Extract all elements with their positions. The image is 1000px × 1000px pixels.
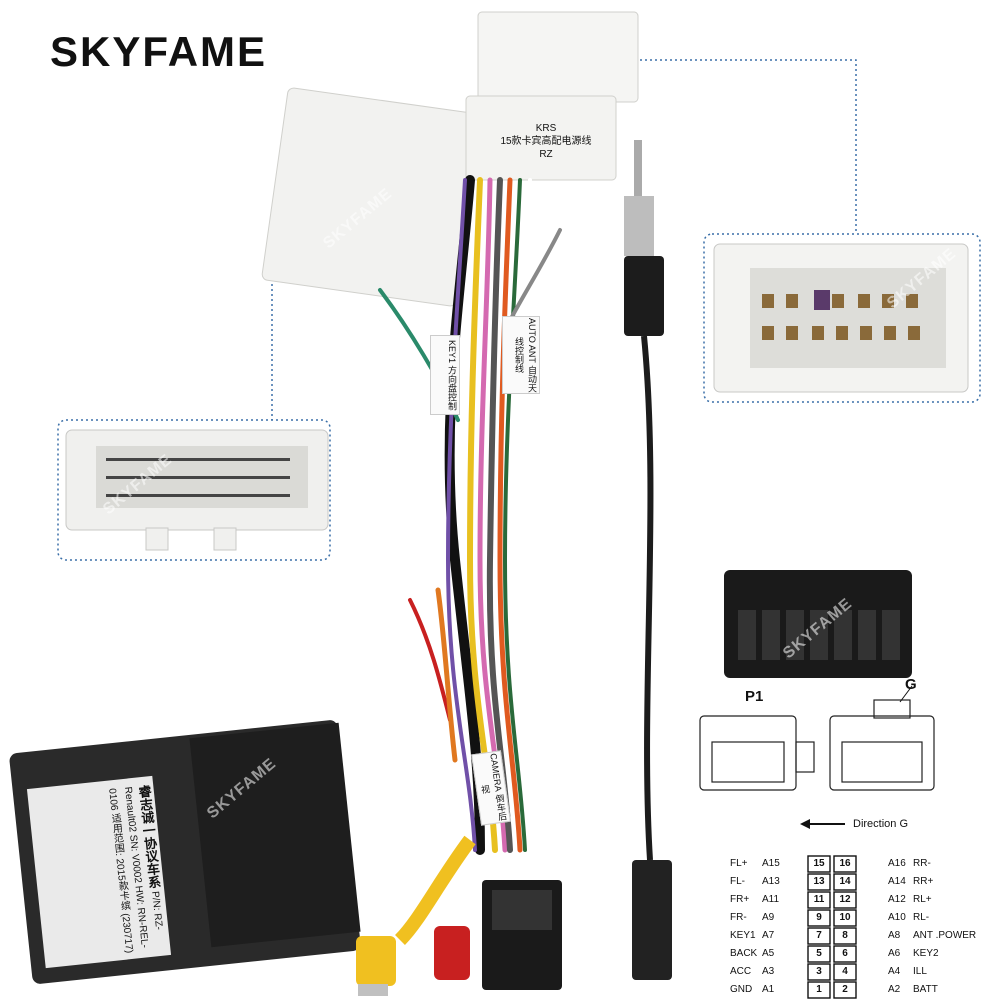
pin-number: 6 [842,948,848,959]
tag-key1: KEY1 方向盘控制 [430,335,460,415]
pin-number: 9 [816,912,822,923]
pin-code-left: A13 [762,876,780,887]
pin-number: 7 [816,930,822,941]
pin-name-right: BATT [913,984,938,995]
callout-line-right [640,59,857,234]
pin-code-left: A15 [762,858,780,869]
left-connector-closeup [65,429,329,551]
pin-code-right: A2 [888,984,901,995]
pin-code-right: A8 [888,930,901,941]
top-connector-right [465,11,639,181]
pin-grid [807,855,857,999]
pin-code-left: A11 [762,894,780,905]
pin-code-right: A10 [888,912,906,923]
pin-name-left: ACC [730,966,752,977]
pin-name-left: FR- [730,912,747,923]
g-label: G [905,676,917,693]
rca-connectors [356,835,476,996]
p1-drawing [699,715,815,791]
pin-number: 11 [813,894,825,905]
top-connector-label: KRS 15款卡宾高配电源线 RZ [486,122,606,161]
callout-right [703,233,981,403]
label-line: RZ [539,149,553,160]
pin-number: 15 [813,858,825,869]
g-pointer [899,685,913,703]
pin-housing-photo [724,570,912,678]
pin-number: 3 [816,966,822,977]
pin-code-right: A14 [888,876,906,887]
pin-code-right: A4 [888,966,901,977]
tag-line: KEY1 [447,339,457,363]
pin-number: 12 [839,894,851,905]
pin-name-right: KEY2 [913,948,939,959]
pin-name-left: KEY1 [730,930,756,941]
pin-name-right: ANT .POWER [913,930,977,941]
pin-name-right: RR+ [913,876,934,887]
pin-name-left: FR+ [730,894,750,905]
tag-line: AUTO ANT [527,317,537,363]
pin-code-left: A3 [762,966,775,977]
label-line: KRS [535,123,557,134]
decoder-box-label: 睿志诚一协议车系 P/N: RZ-Renault02 SN: V0002 HW:… [34,784,169,963]
pin-name-right: RL- [913,912,930,923]
g-drawing [829,699,935,791]
can-decoder-box [9,720,361,984]
pin-number: 13 [813,876,825,887]
pin-number: 5 [816,948,822,959]
pin-number: 1 [816,984,822,995]
pin-code-right: A16 [888,858,906,869]
pin-number: 10 [839,912,851,923]
pin-code-left: A5 [762,948,775,959]
antenna-cable [624,140,672,980]
label-line: 15款卡宾高配电源线 [500,136,592,147]
iso-plug [482,880,562,990]
pin-name-left: FL+ [730,858,748,869]
pin-name-right: ILL [913,966,927,977]
brand-logo: SKYFAME [50,28,268,75]
pin-number: 2 [842,984,848,995]
pin-name-right: RL+ [913,894,932,905]
pin-number: 14 [839,876,851,887]
pin-number: 16 [839,858,851,869]
pin-code-left: A1 [762,984,775,995]
pin-name-right: RR- [913,858,931,869]
tag-auto-ant: AUTO ANT 自动天线控制线 [502,316,540,394]
pin-code-left: A9 [762,912,775,923]
pin-name-left: BACK [730,948,758,959]
tag-line: CAMERA [488,752,504,793]
callout-left [57,419,331,561]
pin-number: 4 [842,966,848,977]
pin-name-left: GND [730,984,753,995]
pin-name-left: FL- [730,876,745,887]
pin-code-right: A12 [888,894,906,905]
pin-code-left: A7 [762,930,775,941]
p1-label: P1 [745,688,764,705]
tag-line: 自动天线控制线 [514,337,537,393]
direction-label: Direction G [853,818,909,830]
pin-number: 8 [842,930,848,941]
pin-code-right: A6 [888,948,901,959]
right-connector-closeup [713,243,969,393]
tag-line: 方向盘控制 [447,365,457,411]
